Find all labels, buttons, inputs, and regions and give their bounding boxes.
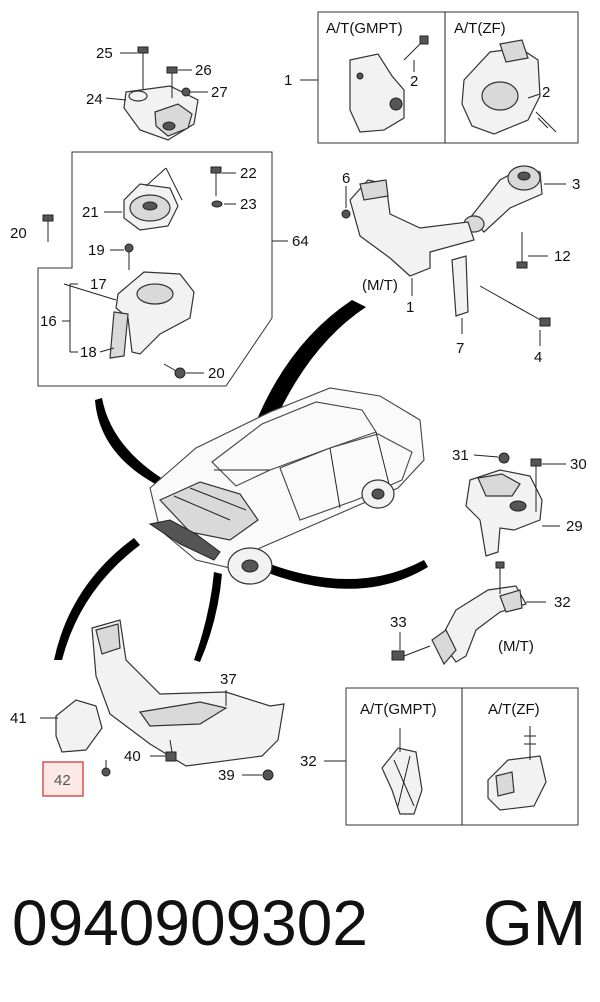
label-mt-right: (M/T) [498,638,534,655]
label-22: 22 [240,165,257,182]
parts-diagram: 25 26 27 24 64 21 22 23 20 19 17 16 18 [10,11,587,826]
label-30: 30 [570,456,587,473]
swoosh-right [246,556,428,589]
label-16: 16 [40,313,57,330]
header-top-zf: A/T(ZF) [454,20,506,37]
label-31: 31 [452,447,469,464]
label-37: 37 [220,671,237,688]
label-19: 19 [88,242,105,259]
at-zf-bracket-bottom [487,726,547,811]
label-2-gmpt: 2 [410,73,418,90]
bracket-17 [109,271,195,359]
label-41: 41 [10,710,27,727]
at-gmpt-bracket-top [349,53,405,133]
at-gmpt-bracket-bottom [381,728,423,815]
label-64: 64 [292,233,309,250]
upper-mount-assembly [123,46,199,141]
label-24: 24 [86,91,103,108]
label-6: 6 [342,170,350,187]
label-20b: 20 [208,365,225,382]
highlight-box-42 [42,761,84,797]
label-4: 4 [534,349,542,366]
undercover-37 [91,619,285,767]
part-number: 0940909302 [12,887,368,959]
label-17: 17 [90,276,107,293]
at-variants-box-top [317,11,579,144]
header-top-gmpt: A/T(GMPT) [326,20,403,37]
swoosh-bottom-left [54,538,140,660]
label-25: 25 [96,45,113,62]
label-32-mt: 32 [554,594,571,611]
car-illustration [148,387,425,585]
brand-name: GM [482,887,586,959]
header-bottom-zf: A/T(ZF) [488,701,540,718]
label-32-at: 32 [300,753,317,770]
label-2-zf: 2 [542,84,550,101]
label-26: 26 [195,62,212,79]
label-27: 27 [211,84,228,101]
label-39: 39 [218,767,235,784]
label-42-highlighted: 42 [54,772,71,789]
torque-rod-3 [463,165,543,233]
frame-64 [37,151,273,387]
mount-29 [465,469,543,557]
footer: 0940909302 GM [0,868,600,978]
label-40: 40 [124,748,141,765]
label-23: 23 [240,196,257,213]
label-3: 3 [572,176,580,193]
splash-shield-41 [55,699,103,753]
engine-mount-21 [123,167,183,231]
bracket-1 [349,179,475,277]
label-20a: 20 [10,225,27,242]
plate-7 [451,255,469,317]
header-bottom-gmpt: A/T(GMPT) [360,701,437,718]
label-1-mt: 1 [406,299,414,316]
label-21: 21 [82,204,99,221]
at-zf-bracket-top [461,39,541,135]
label-33: 33 [390,614,407,631]
label-7: 7 [456,340,464,357]
swoosh-bottom [194,572,222,662]
label-1-top: 1 [284,72,292,89]
label-18: 18 [80,344,97,361]
label-29: 29 [566,518,583,535]
label-mt-left: (M/T) [362,277,398,294]
bracket-32-mt [431,561,527,666]
label-12: 12 [554,248,571,265]
